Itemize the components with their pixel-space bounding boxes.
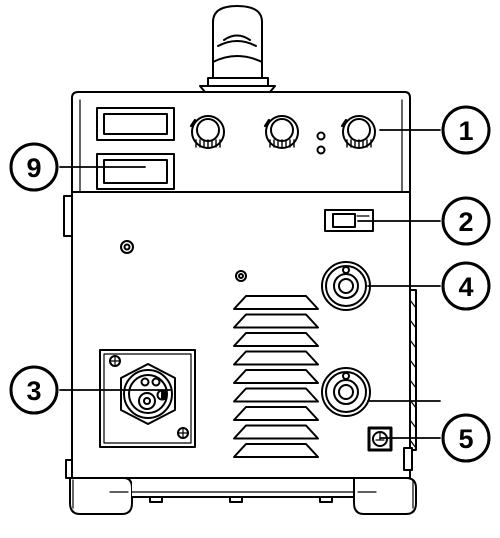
carry-handle-icon [199,5,276,93]
lcd-display-icon [96,107,175,141]
callout-9: 9 [9,142,59,192]
lcd-display-icon [96,153,175,190]
callout-3: 3 [9,365,59,415]
vent-slot [233,424,319,440]
ground-screw-icon [367,426,393,452]
rotary-knob-icon [263,115,299,149]
screw-icon [235,270,247,282]
callout-number: 5 [458,424,473,454]
vent-slot [233,369,319,384]
vent-slot [233,406,319,421]
led-indicator [316,131,326,141]
callout-number: 3 [26,376,41,406]
callout-number: 4 [458,272,473,302]
callout-4: 4 [441,261,491,311]
output-terminal-icon [321,261,371,311]
vent-slot [233,350,319,366]
output-terminal-icon [321,367,371,417]
euro-connector-icon [99,349,196,448]
foot-left [69,477,133,515]
vent-slot [233,443,319,458]
vent-slot [233,387,319,403]
led-indicator [316,145,326,155]
callout-2: 2 [441,196,491,246]
vent-slot [233,332,319,347]
callout-leaders [59,129,441,439]
rotary-knob-icon [340,115,376,149]
control-knobs [189,115,376,149]
screw-icon [120,240,134,254]
foot-right [353,477,417,515]
callout-5: 5 [441,413,491,463]
vent-slot [233,313,319,329]
callout-number: 9 [26,153,41,183]
vent-slot [233,295,319,310]
ventilation-louvres [233,295,319,458]
rotary-knob-icon [189,115,225,149]
callout-number: 2 [458,207,473,237]
callout-1: 1 [441,105,491,155]
callout-number: 1 [458,116,473,146]
base-bar [131,477,355,503]
